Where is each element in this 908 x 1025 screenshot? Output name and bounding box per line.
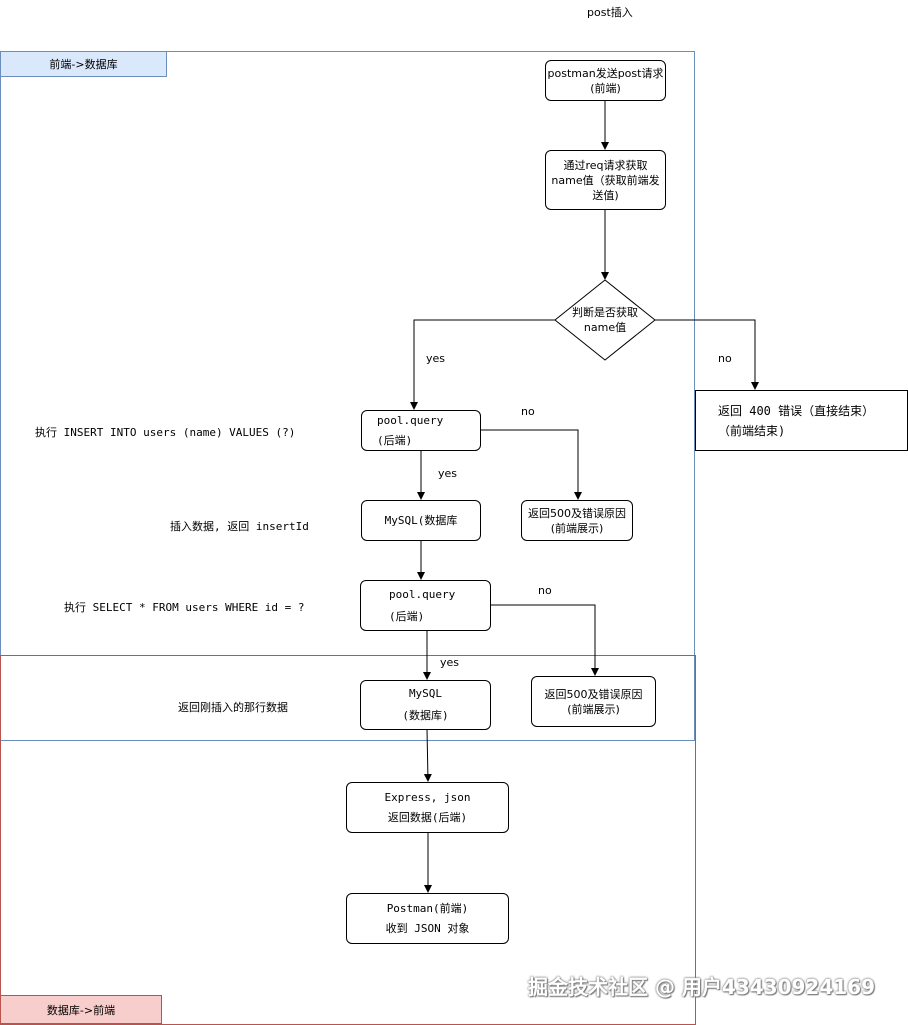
edge-label-yes-query1: yes <box>438 467 458 480</box>
edge-decision-no <box>655 319 759 390</box>
node-postman-receive: Postman(前端) 收到 JSON 对象 <box>346 893 509 944</box>
node-postman-send: postman发送post请求 (前端) <box>545 60 666 101</box>
edge-label-no-decision: no <box>718 352 732 365</box>
group-frontend-to-db <box>0 51 695 741</box>
decision-diamond-shape <box>554 279 656 361</box>
node-decision: 判断是否获取 name值 <box>572 306 638 334</box>
edge-label-no-query2: no <box>538 584 552 597</box>
edge-query2-no <box>490 604 599 676</box>
node-return-400: 返回 400 错误（直接结束） （前端结束) <box>695 390 908 451</box>
edge-decision-yes <box>410 319 556 410</box>
edge-label-yes-query2: yes <box>440 656 460 669</box>
annotation-insert-result: 插入数据, 返回 insertId <box>170 520 309 533</box>
node-express-json: Express, json 返回数据(后端) <box>346 782 509 833</box>
annotation-select-result: 返回刚插入的那行数据 <box>178 701 288 714</box>
node-get-name: 通过req请求获取 name值（获取前端发 送值) <box>545 150 666 210</box>
edge-label-yes-decision: yes <box>426 352 446 365</box>
annotation-insert-sql: 执行 INSERT INTO users (name) VALUES (?) <box>35 426 296 439</box>
group-frontend-to-db-label: 前端->数据库 <box>0 51 167 77</box>
edge-mysql2-to-express <box>423 728 432 782</box>
node-mysql-2: MySQL (数据库) <box>360 680 491 730</box>
edge-label-no-query1: no <box>521 405 535 418</box>
node-pool-query-1: pool.query (后端) <box>361 410 481 451</box>
node-pool-query-2: pool.query (后端) <box>360 580 491 631</box>
watermark: 掘金技术社区 @ 用户43430924169 <box>528 975 876 999</box>
node-error500-2: 返回500及错误原因 (前端展示) <box>531 676 656 727</box>
diagram-title: post插入 <box>587 6 633 19</box>
node-mysql-1: MySQL(数据库 <box>361 500 481 541</box>
node-error500-1: 返回500及错误原因 (前端展示) <box>521 500 633 541</box>
edge-query1-no <box>480 429 582 500</box>
group-db-to-frontend-label: 数据库->前端 <box>0 995 162 1024</box>
annotation-select-sql: 执行 SELECT * FROM users WHERE id = ? <box>64 601 305 614</box>
